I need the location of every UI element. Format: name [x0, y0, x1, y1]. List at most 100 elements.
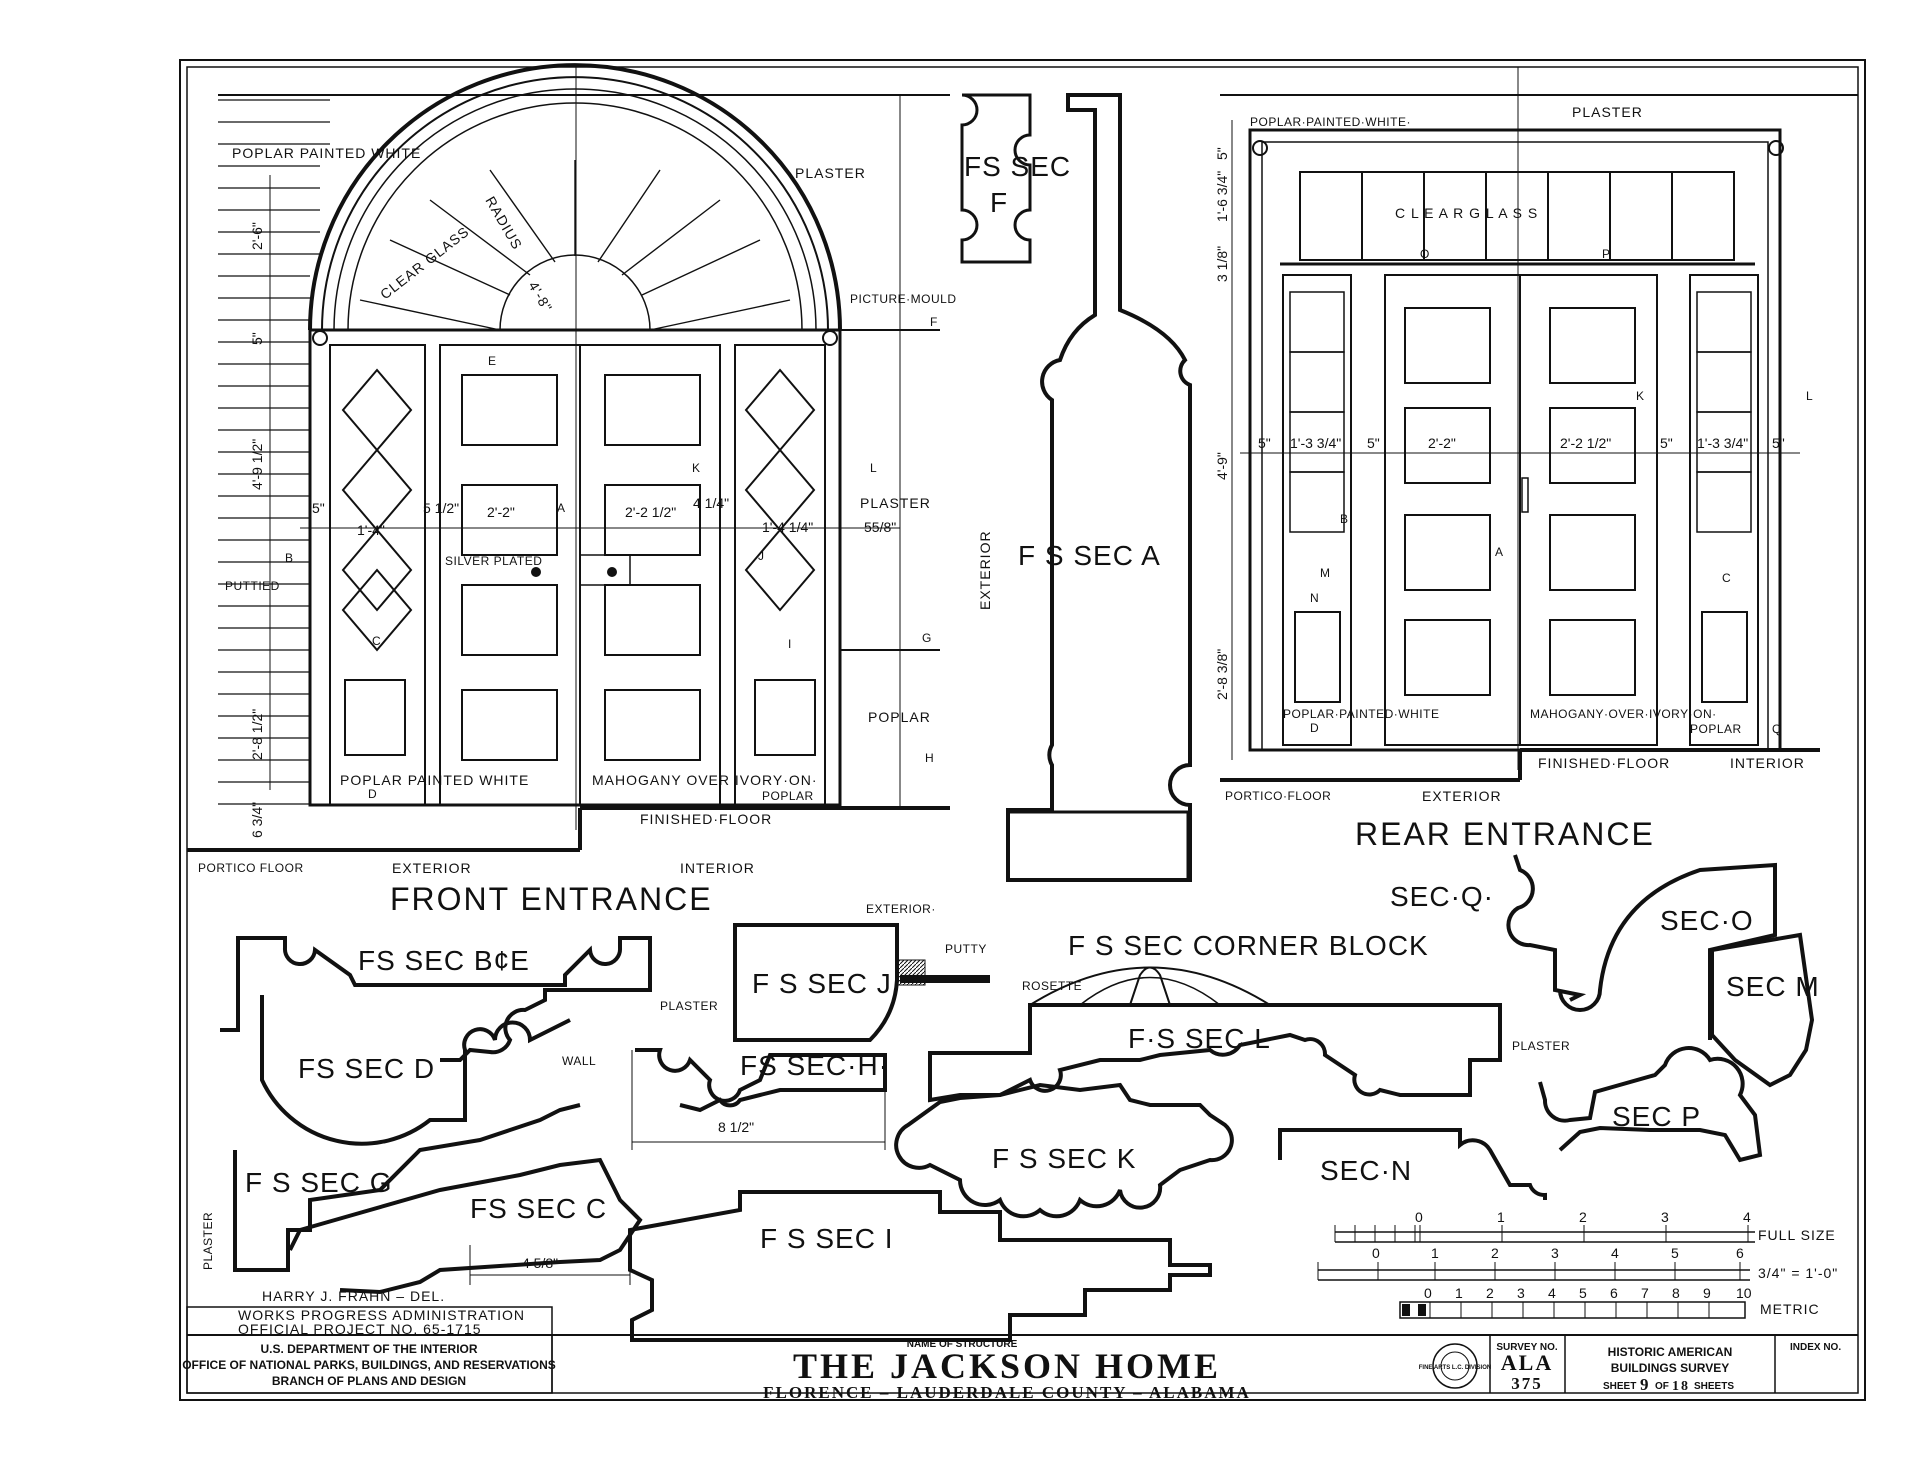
fs-sec-j-exterior: EXTERIOR· — [866, 902, 936, 916]
rear-letter-k: K — [1636, 389, 1645, 403]
sec-o-profile: SEC·O — [1558, 862, 1777, 1040]
front-dim-6-3: 6 3/4" — [249, 802, 265, 838]
fs-sec-g-profile: F S SEC G PLASTER — [201, 1103, 581, 1272]
front-label-puttied: PUTTIED — [225, 579, 280, 593]
fs-sec-j-profile: F S SEC J EXTERIOR· PUTTY PLASTER — [660, 902, 990, 1042]
front-dim-1-4: 1'-4" — [357, 522, 385, 538]
wpa-line2: OFFICIAL PROJECT NO. 65-1715 — [238, 1321, 482, 1337]
scale-metric-tick-10: 10 — [1736, 1285, 1752, 1301]
fs-sec-h-profile: FS SEC·H· WALL 8 1/2" — [562, 1048, 889, 1150]
scale-34-tick-0: 0 — [1372, 1245, 1380, 1261]
scale-full-tick-3: 3 — [1661, 1209, 1669, 1225]
rear-dim-5b: 5" — [1367, 435, 1380, 451]
rear-letter-d: D — [1310, 721, 1319, 735]
fs-sec-d-label: FS SEC D — [298, 1053, 435, 1084]
wpa-line1: WORKS PROGRESS ADMINISTRATION — [238, 1307, 525, 1323]
rear-letter-c: C — [1722, 571, 1731, 585]
front-letter-i: I — [788, 637, 792, 651]
rear-label-mahogany: MAHOGANY·OVER·IVORY·ON· — [1530, 707, 1717, 721]
rear-dim-5c: 5" — [1660, 435, 1673, 451]
scale-metric-tick-8: 8 — [1672, 1285, 1680, 1301]
rear-label-interior: INTERIOR — [1730, 755, 1805, 771]
front-label-mahogany: MAHOGANY OVER IVORY·ON· — [592, 772, 818, 788]
rear-label-finished-floor: FINISHED·FLOOR — [1538, 755, 1670, 771]
scale-metric-tick-1: 1 — [1455, 1285, 1463, 1301]
survey-no-label: SURVEY NO. — [1496, 1342, 1558, 1353]
sec-o-label: SEC·O — [1660, 905, 1754, 936]
structure-location: FLORENCE – LAUDERDALE COUNTY – ALABAMA — [763, 1383, 1251, 1402]
of-text: OF — [1655, 1381, 1669, 1392]
front-label-poplar-bottom: POPLAR — [762, 789, 814, 803]
name-of-structure-label: NAME OF STRUCTURE — [907, 1339, 1018, 1350]
seal-text: FINE ARTS L.C. DIVISION — [1419, 1365, 1491, 1371]
front-dim-v5: 5" — [249, 332, 265, 345]
front-letter-j: J — [758, 549, 765, 563]
rear-letter-a: A — [1495, 545, 1504, 559]
rear-dim-2-2: 2'-2" — [1428, 435, 1456, 451]
rear-dim-v5: 5" — [1214, 147, 1230, 160]
scale-34-label: 3/4" = 1'-0" — [1758, 1265, 1838, 1281]
front-label-exterior: EXTERIOR — [392, 860, 472, 876]
fs-sec-j-label: F S SEC J — [752, 968, 892, 999]
scale-34-tick-2: 2 — [1491, 1245, 1499, 1261]
front-dim-4-quarter: 4 1/4" — [693, 495, 729, 511]
rear-dim-4-9: 4'-9" — [1214, 452, 1230, 480]
sec-p-profile: PLASTER SEC P — [1512, 1039, 1763, 1163]
fs-sec-c-dim: 4 5/8" — [522, 1255, 558, 1271]
dept-line1: U.S. DEPARTMENT OF THE INTERIOR — [260, 1342, 477, 1356]
fs-sec-h-label: FS SEC·H· — [740, 1050, 889, 1081]
scale-metric-tick-0: 0 — [1424, 1285, 1432, 1301]
front-label-clear-glass: CLEAR GLASS — [377, 223, 472, 302]
fs-sec-h-wall: WALL — [562, 1054, 596, 1068]
sheet-number: 9 — [1640, 1375, 1651, 1394]
rear-dim-5d: 5" — [1772, 435, 1785, 451]
sheets-text: SHEETS — [1694, 1381, 1734, 1392]
fs-sec-i-profile: F S SEC I — [628, 1190, 1212, 1342]
front-label-finished-floor: FINISHED·FLOOR — [640, 811, 772, 827]
fs-sec-c-label: FS SEC C — [470, 1193, 607, 1224]
scale-34-tick-3: 3 — [1551, 1245, 1559, 1261]
scale-full-tick-4: 4 — [1743, 1209, 1751, 1225]
rear-dim-5a: 5" — [1258, 435, 1271, 451]
scale-full-tick-0: 0 — [1415, 1209, 1423, 1225]
rear-label-poplar: POPLAR — [1690, 722, 1742, 736]
rear-dim-2-8: 2'-8 3/8" — [1214, 649, 1230, 700]
fs-sec-j-plaster: PLASTER — [660, 999, 718, 1013]
title-block: HARRY J. FRAHN – DEL. WORKS PROGRESS ADM… — [182, 1288, 1858, 1402]
rear-dim-1-3b: 1'-3 3/4" — [1697, 435, 1748, 451]
sheet-total: 18 — [1672, 1379, 1690, 1394]
fs-sec-f-letter: F — [990, 187, 1008, 218]
rear-letter-o: O — [1420, 247, 1430, 261]
front-letter-e: E — [488, 354, 497, 368]
rear-label-poplar-painted-white-top: POPLAR·PAINTED·WHITE· — [1250, 115, 1411, 129]
front-label-interior: INTERIOR — [680, 860, 755, 876]
front-label-silver-plated: SILVER PLATED — [445, 554, 542, 568]
fs-sec-g-label: F S SEC G — [245, 1167, 392, 1198]
scale-34-tick-6: 6 — [1736, 1245, 1744, 1261]
rear-letter-p: P — [1602, 247, 1611, 261]
sec-n-profile: SEC·N — [1278, 1128, 1547, 1200]
scale-full-size: 0 1 2 3 4 FULL SIZE — [1334, 1209, 1835, 1243]
front-dim-5: 5" — [312, 500, 325, 516]
scale-metric-tick-5: 5 — [1579, 1285, 1587, 1301]
scale-full-tick-1: 1 — [1497, 1209, 1505, 1225]
front-dim-2-6: 2'-6" — [249, 222, 265, 250]
fs-sec-k-profile: F S SEC K — [894, 1082, 1234, 1219]
fs-sec-j-putty: PUTTY — [945, 942, 987, 956]
front-letter-f: F — [930, 315, 938, 329]
sec-q-profile: SEC·Q· — [1390, 854, 1587, 1002]
index-no-label: INDEX NO. — [1790, 1342, 1841, 1353]
rear-label-exterior: EXTERIOR — [1422, 788, 1502, 804]
fs-sec-k-label: F S SEC K — [992, 1143, 1136, 1174]
scale-full-tick-2: 2 — [1579, 1209, 1587, 1225]
sheet-text: SHEET — [1603, 1381, 1636, 1392]
front-dim-1-4-quarter: 1'-4 1/4" — [762, 519, 813, 535]
front-dim-4-9: 4'-9 1/2" — [249, 439, 265, 490]
sec-p-plaster: PLASTER — [1512, 1039, 1570, 1053]
fs-sec-l-label: F·S SEC L — [1128, 1023, 1271, 1054]
front-label-radius-value: 4'-8" — [525, 279, 555, 315]
front-letter-c: C — [372, 634, 381, 648]
front-dim-2-8: 2'-8 1/2" — [249, 709, 265, 760]
fs-sec-h-dim: 8 1/2" — [718, 1119, 754, 1135]
